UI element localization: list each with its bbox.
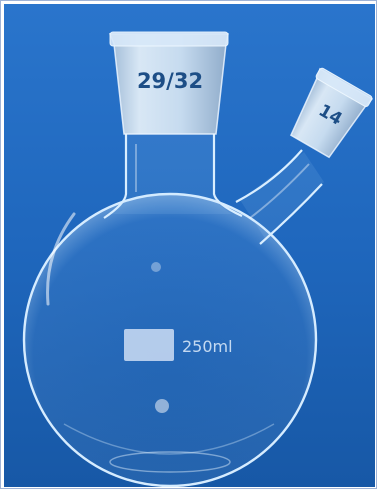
writing-patch xyxy=(124,329,174,361)
side-neck xyxy=(235,149,324,245)
volume-label: 250ml xyxy=(182,337,233,356)
volume-marking: 250ml xyxy=(124,329,233,361)
side-joint: 14 xyxy=(289,67,374,159)
flask-photo: 29/32 14 250ml xyxy=(4,4,375,487)
main-joint-size-label: 29/32 xyxy=(137,69,203,93)
main-joint: 29/32 xyxy=(108,31,229,135)
main-neck xyxy=(103,132,243,219)
